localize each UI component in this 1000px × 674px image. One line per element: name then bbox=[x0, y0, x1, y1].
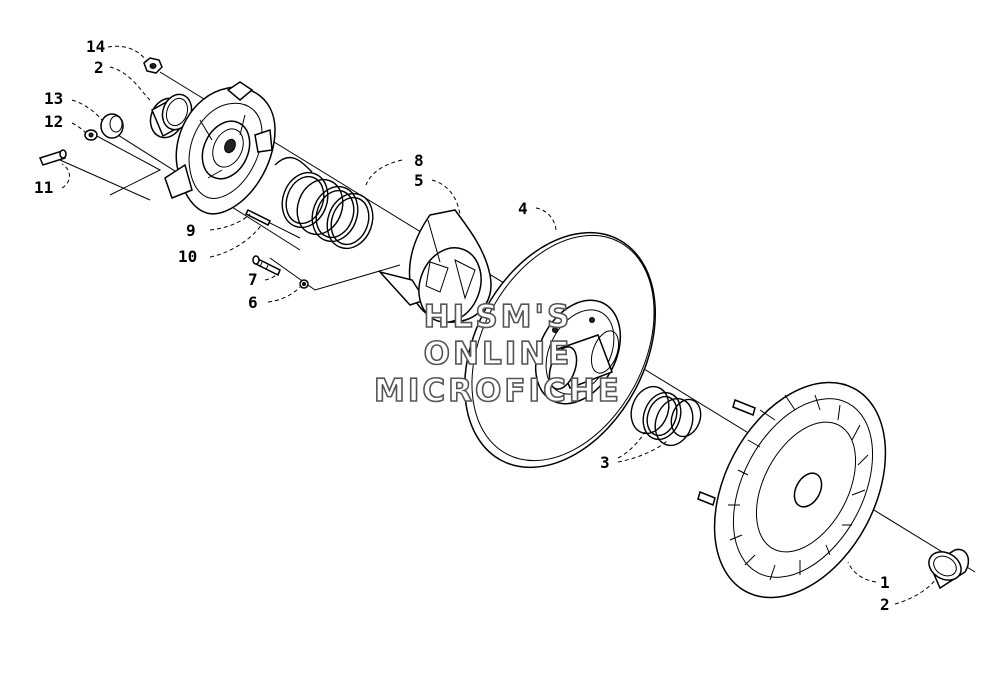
cover-plate bbox=[164, 81, 276, 215]
springs-part-3 bbox=[630, 385, 702, 447]
callout-3: 3 bbox=[600, 453, 610, 472]
pin-part-10 bbox=[244, 208, 272, 227]
cam-part-5 bbox=[377, 209, 492, 323]
callout-2-lower: 2 bbox=[880, 595, 890, 614]
watermark: HLSM'S ONLINE MICROFICHE bbox=[373, 298, 622, 410]
callout-7: 7 bbox=[248, 270, 258, 289]
callout-10: 10 bbox=[178, 247, 197, 266]
callout-9: 9 bbox=[186, 221, 196, 240]
nut-part-6 bbox=[299, 279, 309, 289]
sheave-part-1 bbox=[697, 381, 887, 599]
bushing-part-2-lower bbox=[928, 548, 970, 590]
callout-labels: 14 2 13 12 11 9 10 8 5 7 6 4 3 1 2 bbox=[34, 37, 890, 614]
callout-13: 13 bbox=[44, 89, 63, 108]
watermark-line-3: MICROFICHE bbox=[374, 373, 622, 409]
callout-6: 6 bbox=[248, 293, 258, 312]
washer-part-12 bbox=[84, 129, 98, 141]
callout-leader-lines bbox=[61, 45, 936, 605]
roller-part-13 bbox=[100, 113, 124, 139]
callout-1: 1 bbox=[880, 573, 890, 592]
nut-part-14 bbox=[143, 57, 163, 74]
pin-part-11 bbox=[38, 149, 67, 166]
callout-5: 5 bbox=[414, 171, 424, 190]
callout-8: 8 bbox=[414, 151, 424, 170]
callout-12: 12 bbox=[44, 112, 63, 131]
bolt-part-7 bbox=[252, 255, 281, 277]
watermark-line-2: ONLINE bbox=[424, 336, 573, 372]
callout-4: 4 bbox=[518, 199, 528, 218]
spring-part-8 bbox=[274, 156, 374, 250]
callout-11: 11 bbox=[34, 178, 53, 197]
sheave-part-4 bbox=[463, 231, 657, 469]
callout-2-upper: 2 bbox=[94, 58, 104, 77]
watermark-line-1: HLSM'S bbox=[424, 299, 573, 335]
callout-14: 14 bbox=[86, 37, 105, 56]
